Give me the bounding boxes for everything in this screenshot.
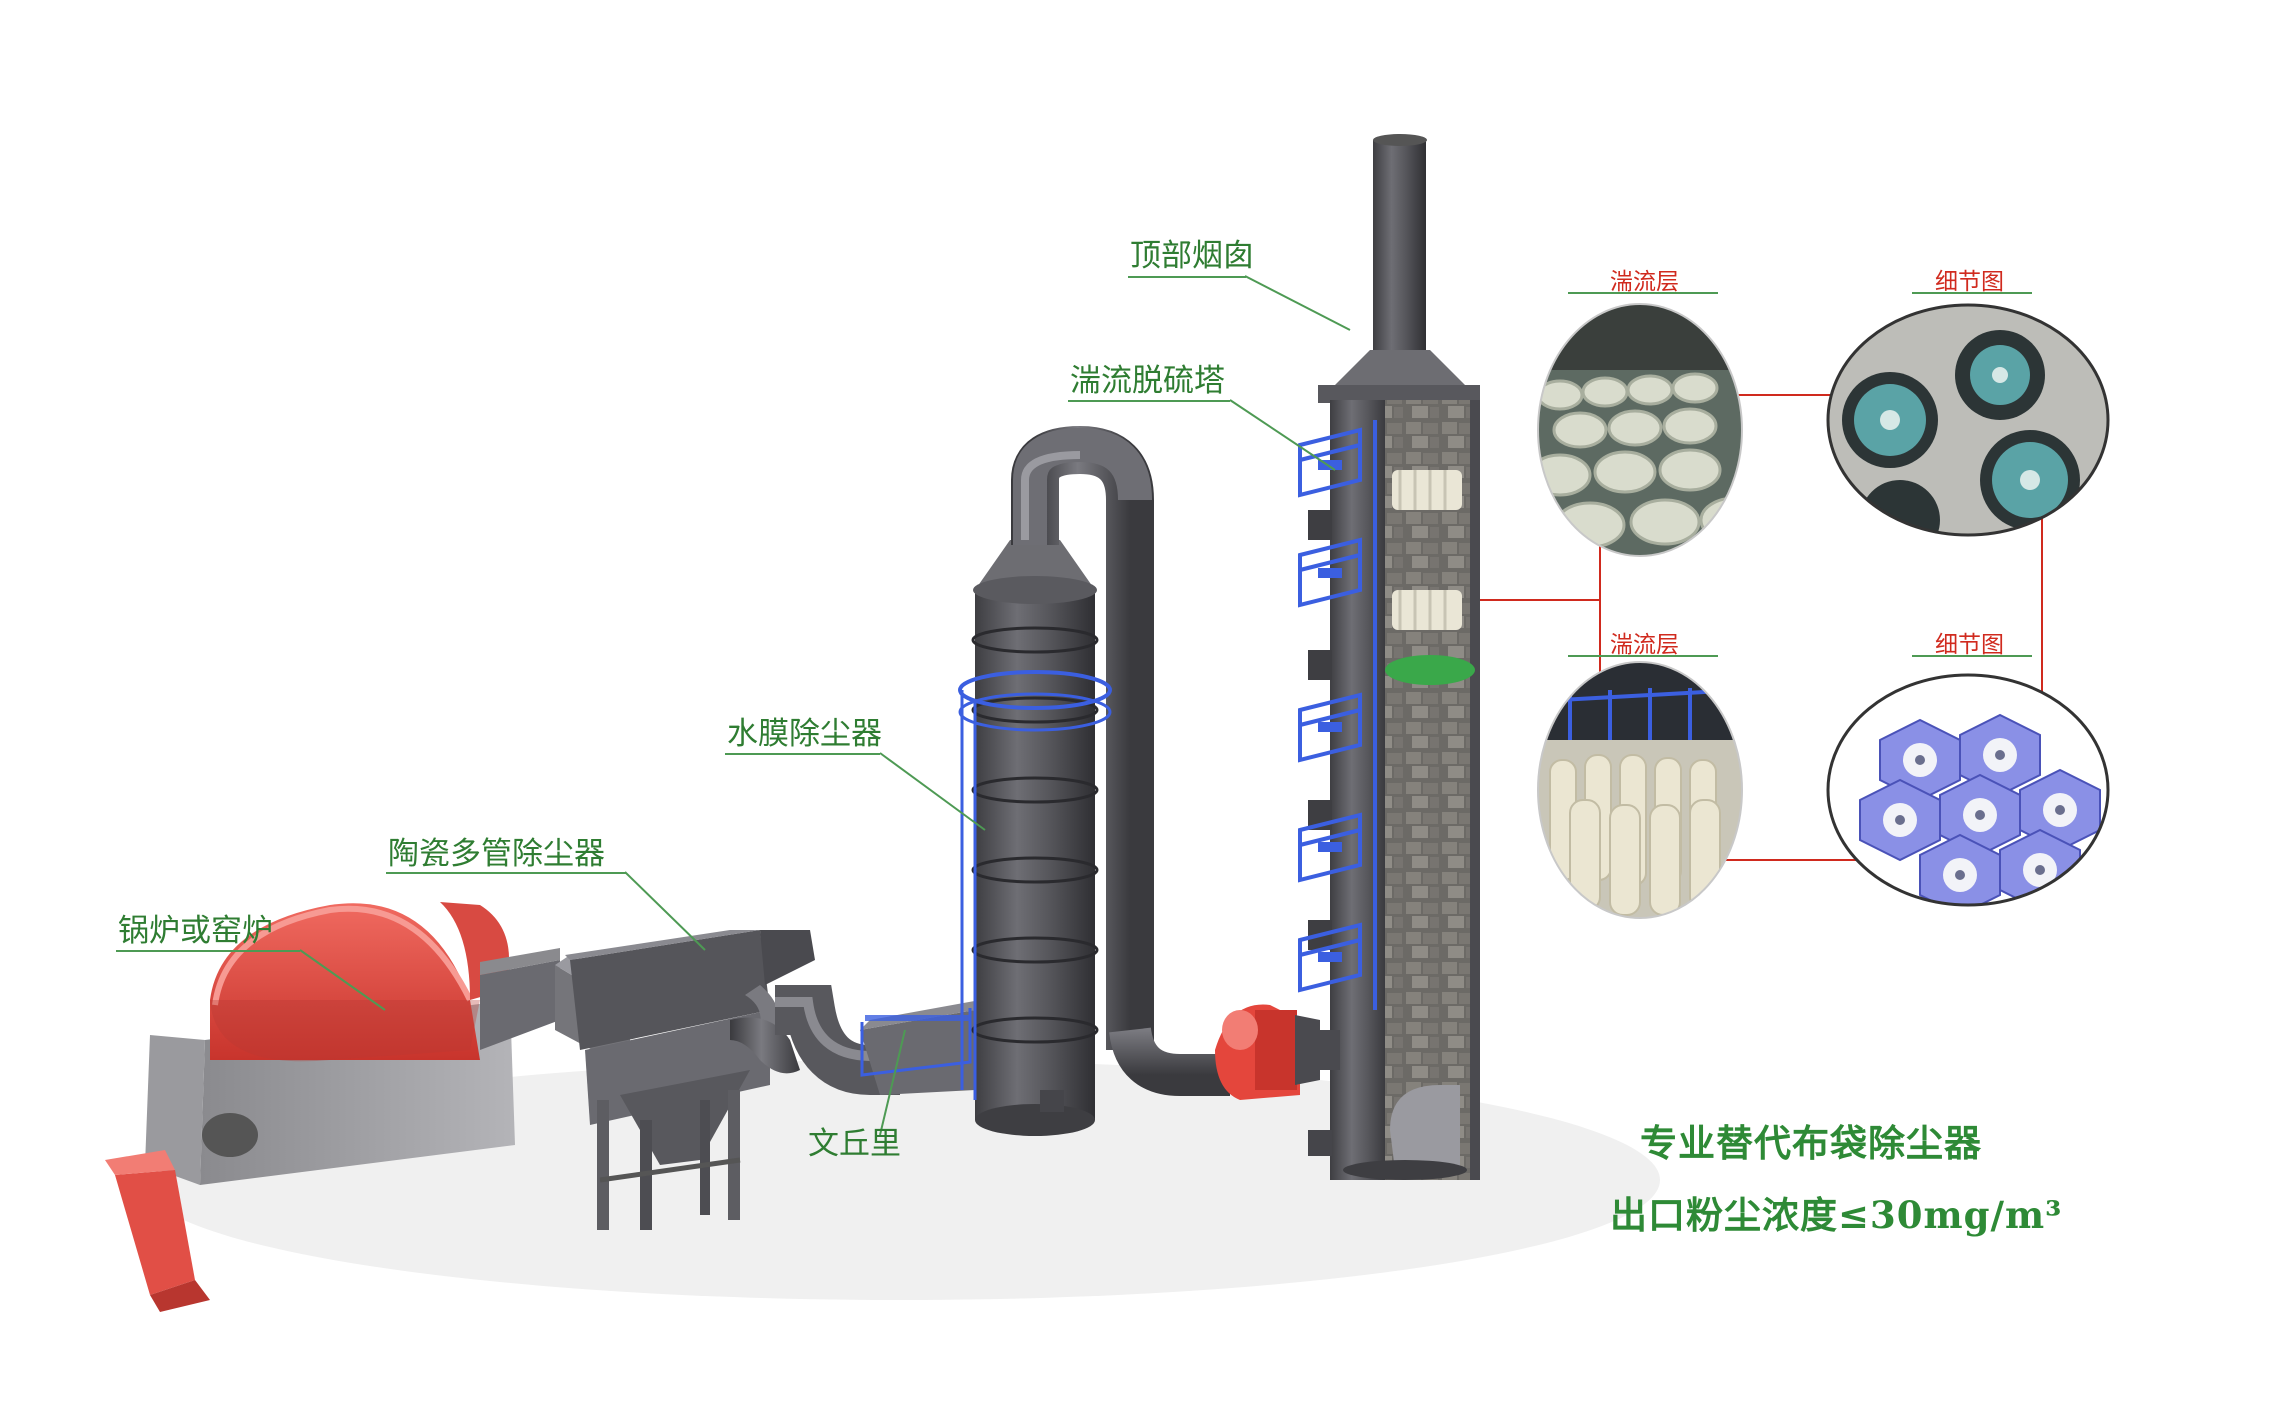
slogan-line-2: 出口粉尘浓度≤30mg/m³ xyxy=(1610,1193,2063,1237)
induced-draft-fan xyxy=(1215,1004,1320,1100)
leader-lines xyxy=(299,275,1351,1136)
desulfurization-tower xyxy=(1298,134,1480,1180)
caption-detail-view-1: 细节图 xyxy=(1935,269,2004,295)
label-underline xyxy=(116,950,300,952)
slogan-line-1: 专业替代布袋除尘器 xyxy=(1640,1121,1982,1165)
caption-turbulent-layer-1: 湍流层 xyxy=(1610,269,1679,295)
caption-underline xyxy=(1568,292,1718,294)
caption-underline xyxy=(1912,292,2032,294)
detail-image-turbulent-layer-1 xyxy=(1538,304,1742,556)
detail-image-turbulent-layer-2 xyxy=(1538,662,1742,918)
caption-underline xyxy=(1568,655,1718,657)
label-boiler-or-kiln: 锅炉或窑炉 xyxy=(118,913,273,949)
label-underline xyxy=(1068,400,1230,402)
detail-image-detail-2 xyxy=(1828,675,2108,905)
turbulent-layer-inner xyxy=(1392,470,1462,630)
label-desulfurization-tower: 湍流脱硫塔 xyxy=(1070,363,1225,399)
label-underline xyxy=(386,872,626,874)
label-underline xyxy=(725,753,880,755)
label-water-film-collector: 水膜除尘器 xyxy=(727,716,882,752)
venturi xyxy=(860,1000,980,1095)
label-ceramic-multitube-collector: 陶瓷多管除尘器 xyxy=(388,836,605,872)
caption-detail-view-2: 细节图 xyxy=(1935,632,2004,658)
detail-image-detail-1 xyxy=(1828,305,2108,535)
caption-turbulent-layer-2: 湍流层 xyxy=(1610,632,1679,658)
label-venturi: 文丘里 xyxy=(808,1126,901,1162)
water-film-collector xyxy=(958,425,1230,1136)
label-top-chimney: 顶部烟囱 xyxy=(1130,238,1254,274)
caption-underline xyxy=(1912,655,2032,657)
tower-platforms xyxy=(1298,420,1377,1010)
ceramic-multitube-collector xyxy=(555,930,815,1230)
label-underline xyxy=(1128,276,1246,278)
